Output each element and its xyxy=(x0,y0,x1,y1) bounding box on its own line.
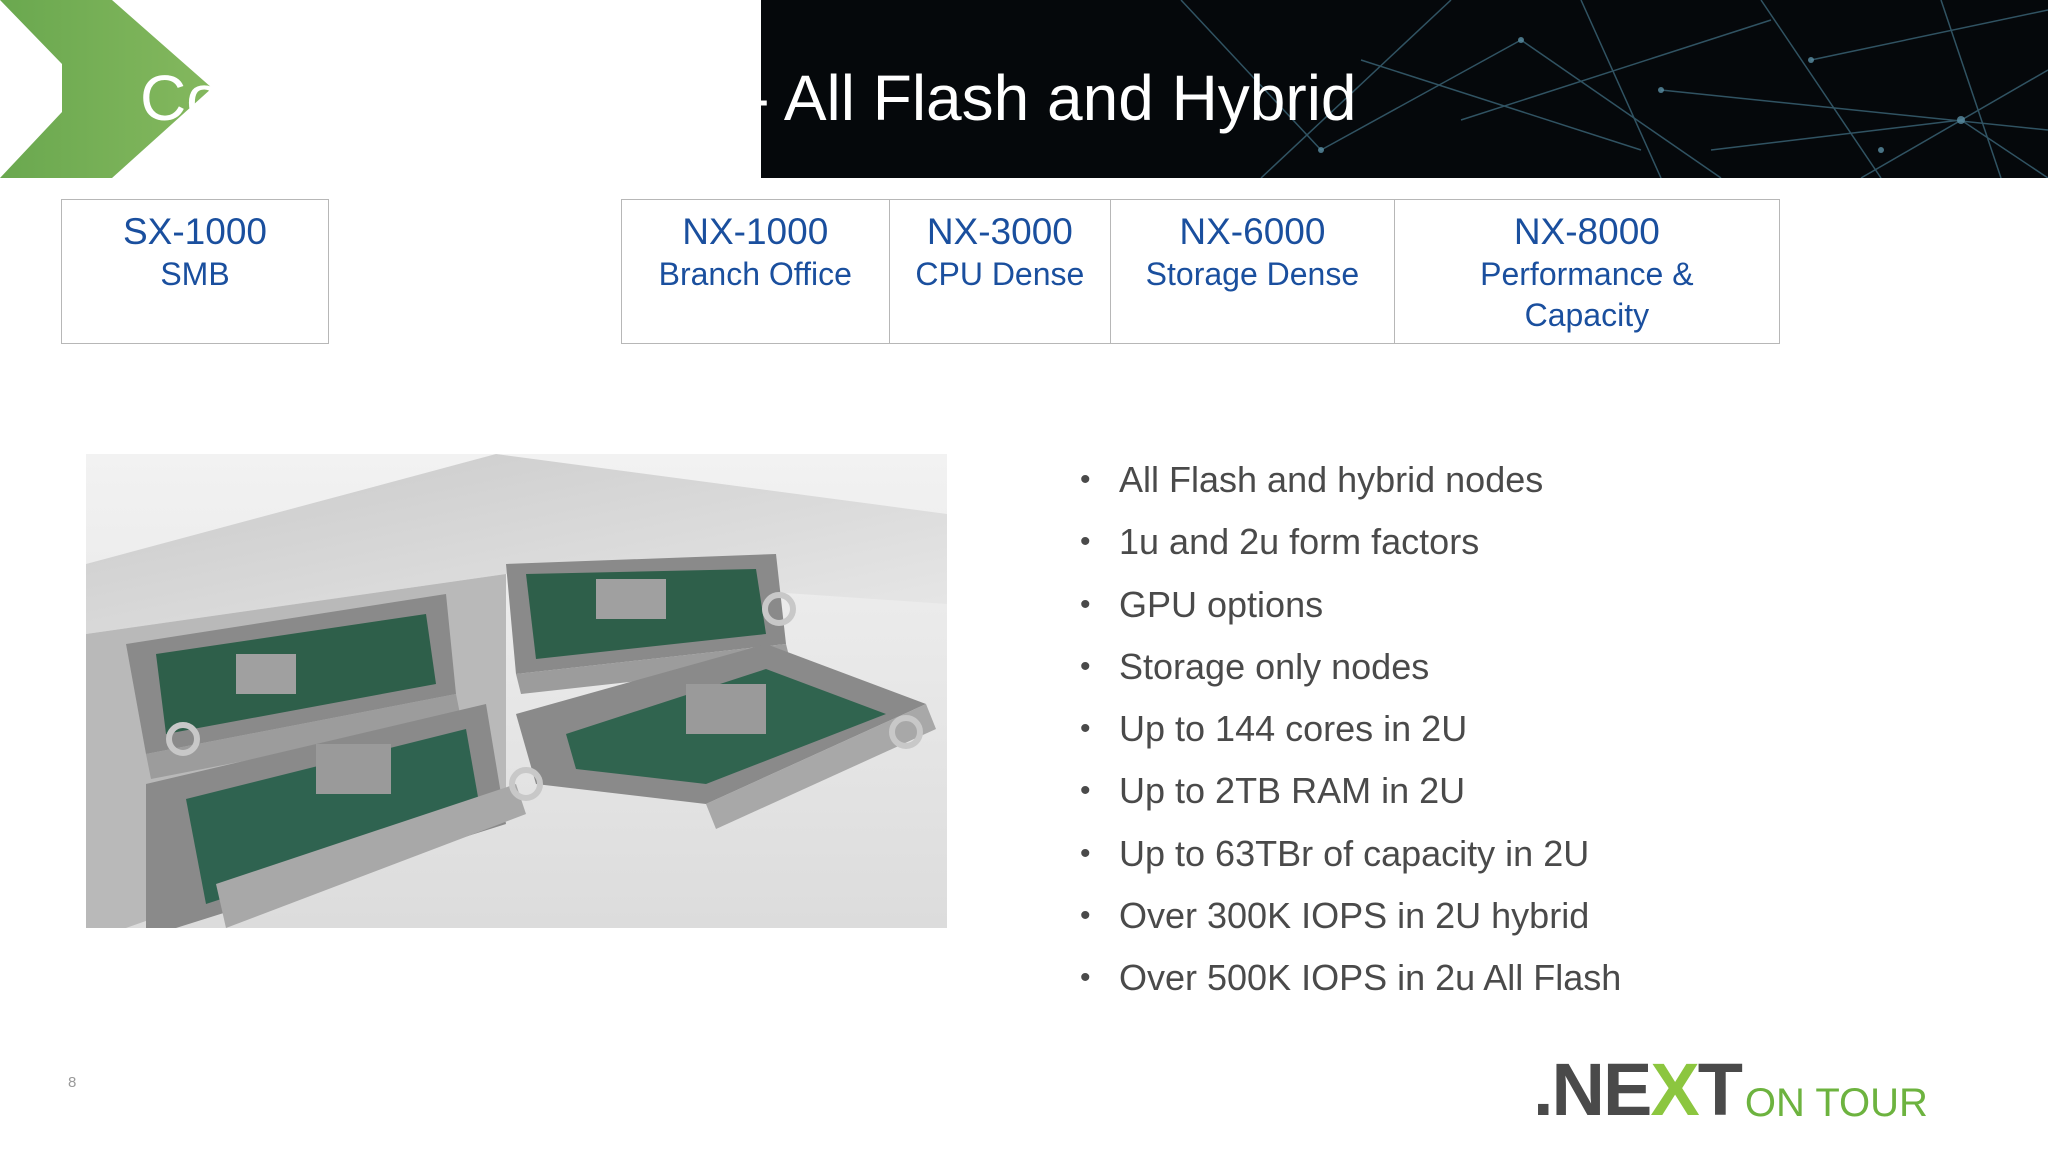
feature-item: • Over 300K IOPS in 2U hybrid xyxy=(1080,888,1621,950)
model-card-nx-8000: NX-8000 Performance & Capacity xyxy=(1395,200,1779,343)
logo-x: X xyxy=(1650,1048,1699,1131)
feature-text: All Flash and hybrid nodes xyxy=(1119,459,1544,500)
feature-item: • Over 500K IOPS in 2u All Flash xyxy=(1080,950,1621,1012)
logo-tagline: ON TOUR xyxy=(1744,1081,1928,1125)
feature-text: Up to 144 cores in 2U xyxy=(1119,708,1468,750)
feature-item: • 1u and 2u form factors xyxy=(1080,514,1621,576)
model-name: NX-1000 xyxy=(682,211,829,252)
model-description: SMB xyxy=(160,256,230,292)
model-card-sx-1000: SX-1000 SMB xyxy=(62,200,328,343)
model-card-nx-6000: NX-6000 Storage Dense xyxy=(1111,200,1395,343)
feature-text: Up to 63TBr of capacity in 2U xyxy=(1119,832,1590,874)
network-lines-graphic xyxy=(1180,0,2048,178)
feature-item: • All Flash and hybrid nodes xyxy=(1080,452,1621,514)
feature-item: • GPU options xyxy=(1080,577,1621,639)
model-group-nx: NX-1000 Branch Office NX-3000 CPU Dense … xyxy=(621,199,1780,344)
bullet-icon: • xyxy=(1080,961,1091,995)
bullet-icon: • xyxy=(1080,649,1091,683)
logo-wordmark: .NEXT xyxy=(1533,1053,1743,1127)
model-description: Storage Dense xyxy=(1145,256,1360,292)
model-name: NX-6000 xyxy=(1179,211,1326,252)
model-description: Performance & Capacity xyxy=(1480,256,1694,333)
logo-dot-ne: .NE xyxy=(1533,1048,1652,1131)
server-chassis-photo xyxy=(86,454,947,928)
model-name: SX-1000 xyxy=(123,211,267,252)
model-description: CPU Dense xyxy=(915,256,1085,292)
model-card-nx-3000: NX-3000 CPU Dense xyxy=(890,200,1112,343)
feature-item: • Up to 2TB RAM in 2U xyxy=(1080,763,1621,825)
model-name: NX-3000 xyxy=(926,211,1073,252)
bullet-icon: • xyxy=(1080,774,1091,808)
bullet-icon: • xyxy=(1080,836,1091,870)
feature-text: 1u and 2u form factors xyxy=(1119,521,1480,563)
feature-text: Over 500K IOPS in 2u All Flash xyxy=(1119,957,1622,999)
bullet-icon: • xyxy=(1080,463,1091,496)
model-group-smb: SX-1000 SMB xyxy=(61,199,329,344)
logo-t: T xyxy=(1697,1048,1743,1131)
feature-text: Up to 2TB RAM in 2U xyxy=(1119,770,1466,812)
page-number: 8 xyxy=(68,1074,77,1091)
bullet-icon: • xyxy=(1080,712,1091,746)
title-occluder xyxy=(212,0,761,178)
bullet-icon: • xyxy=(1080,587,1091,621)
feature-item: • Up to 144 cores in 2U xyxy=(1080,701,1621,763)
model-card-nx-1000: NX-1000 Branch Office xyxy=(622,200,890,343)
chevron-right-icon xyxy=(0,0,212,178)
feature-list: • All Flash and hybrid nodes • 1u and 2u f… xyxy=(1080,452,1621,1013)
bullet-icon: • xyxy=(1080,525,1091,559)
model-name: NX-8000 xyxy=(1513,211,1660,252)
bullet-icon: • xyxy=(1080,899,1091,933)
feature-text: Storage only nodes xyxy=(1119,645,1430,687)
feature-text: Over 300K IOPS in 2U hybrid xyxy=(1119,895,1590,937)
slide-header: Converged Platform -- All Flash and Hybr… xyxy=(0,0,2048,178)
network-banner xyxy=(761,0,2048,178)
feature-item: • Storage only nodes xyxy=(1080,639,1621,701)
model-description: Branch Office xyxy=(658,256,852,292)
feature-item: • Up to 63TBr of capacity in 2U xyxy=(1080,826,1621,888)
feature-text: GPU options xyxy=(1119,583,1324,625)
